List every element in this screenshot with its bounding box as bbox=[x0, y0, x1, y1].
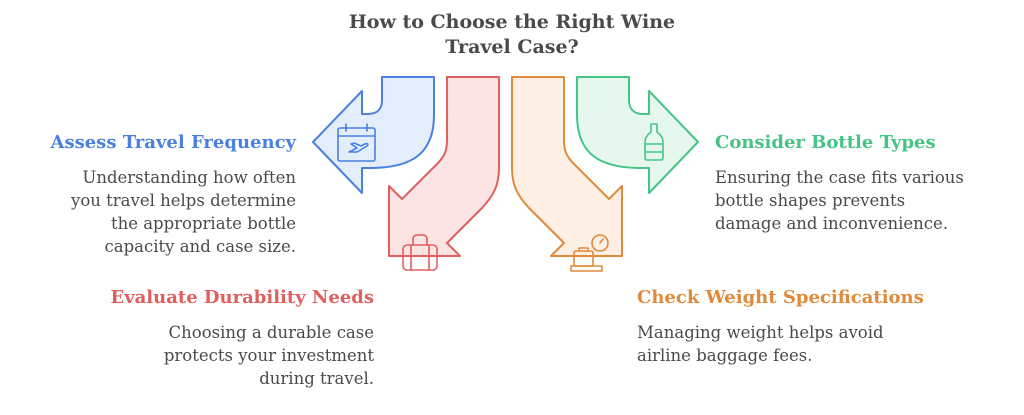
calendar-plane-icon bbox=[337, 123, 376, 162]
step-bottle-types: Consider Bottle Types Ensuring the case … bbox=[715, 131, 1015, 235]
step-heading: Assess Travel Frequency bbox=[50, 132, 297, 153]
arrow-travel-frequency bbox=[312, 76, 435, 194]
step-weight: Check Weight Specifications Managing wei… bbox=[637, 286, 977, 367]
title-line-2: Travel Case? bbox=[445, 36, 579, 58]
step-durability: Evaluate Durability Needs Choosing a dur… bbox=[40, 286, 374, 390]
diagram-title: How to Choose the Right Wine Travel Case… bbox=[0, 10, 1024, 60]
arrow-durability bbox=[388, 76, 500, 271]
step-heading: Evaluate Durability Needs bbox=[110, 287, 374, 308]
wine-bottle-icon bbox=[644, 123, 664, 161]
luggage-scale-icon bbox=[570, 234, 609, 272]
arrow-shape-green bbox=[576, 76, 699, 194]
title-line-1: How to Choose the Right Wine bbox=[348, 11, 676, 33]
step-description: Choosing a durable case protects your in… bbox=[163, 323, 374, 388]
arrow-shape-blue bbox=[312, 76, 435, 194]
step-heading: Consider Bottle Types bbox=[715, 132, 936, 153]
arrow-bottle-types bbox=[576, 76, 699, 194]
step-description: Understanding how often you travel helps… bbox=[71, 168, 296, 256]
step-heading: Check Weight Specifications bbox=[637, 287, 924, 308]
step-description: Managing weight helps avoid airline bagg… bbox=[637, 323, 884, 365]
arrow-shape-red bbox=[388, 76, 500, 257]
step-description: Ensuring the case fits various bottle sh… bbox=[715, 168, 964, 233]
step-travel-frequency: Assess Travel Frequency Understanding ho… bbox=[10, 131, 297, 258]
arrow-shape-orange bbox=[511, 76, 623, 257]
arrow-weight bbox=[511, 76, 623, 272]
suitcase-icon bbox=[402, 234, 438, 271]
